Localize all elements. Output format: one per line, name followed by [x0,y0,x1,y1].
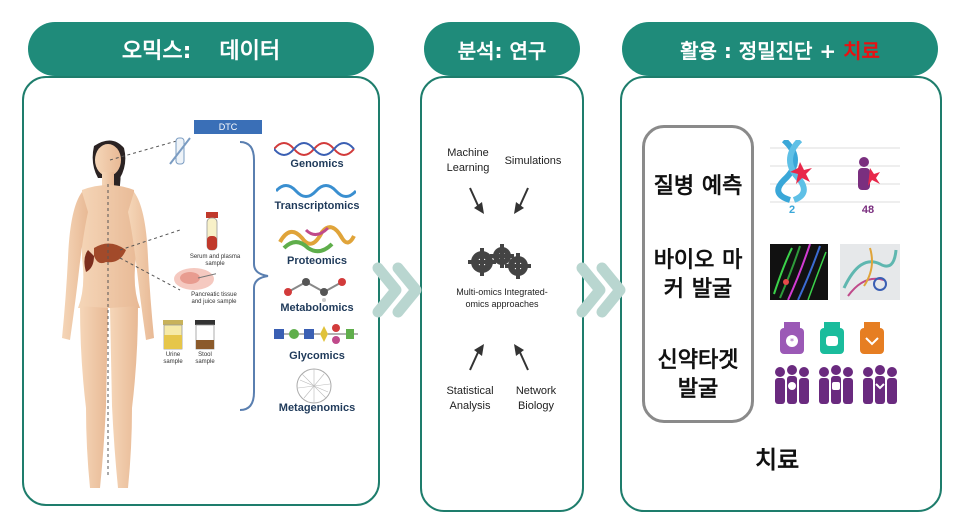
bracket-icon [239,141,269,411]
omics-label-genomics: Genomics [290,158,344,170]
chevron-right-icon [576,262,626,318]
rna-wave-icon [276,184,356,198]
header-omics-label: 오믹스: [121,39,192,64]
tissue-sample-icon [174,268,216,290]
dtc-label: DTC [194,120,262,134]
stool-sample-label: Stool sample [195,352,215,365]
pancreatic-sample-label: Pancreatic tissue and juice sample [191,292,237,305]
multi-omics-label: Multi-omics Integrated-omics approaches [456,287,548,309]
arrow-down-icon [514,187,529,214]
header-omics-data: 오믹스: 데이터 [28,22,374,76]
arrow-down-icon [469,187,484,214]
molecule-icon [284,278,346,302]
simulations-label: Simulations [504,155,562,167]
human-body-illustration [62,140,154,488]
applications-list-box [642,125,754,423]
sample-guide-lines [109,139,181,291]
arrow-up-icon [514,344,529,371]
biomarker-discovery-label: 바이오 마커 발굴 [653,248,743,302]
dna-helix-icon [274,142,355,156]
serum-sample-label: Serum and plasma sample [189,254,241,267]
header-analysis-label: 분석: 연구 [457,38,547,63]
biomarker-image-left [770,244,828,300]
omics-label-metabolomics: Metabolomics [280,302,354,314]
svg-text:*: * [790,337,794,346]
risk-number-right: 48 [861,204,875,216]
protein-structure-icon [278,225,356,254]
dna-risk-illustration [770,140,900,203]
header-application-label: 활용 : 정밀진단 + [680,38,844,63]
stool-cup-icon [195,320,215,350]
medicine-bottle-icon [860,322,884,354]
header-treatment-label: 치료 [843,38,880,63]
network-biology-label: Network Biology [515,385,557,412]
omics-label-glycomics: Glycomics [289,350,345,362]
urine-sample-label: Urine sample [163,352,183,365]
chevron-right-icon [372,262,422,318]
patient-groups-illustration [775,365,897,404]
header-data-label: 데이터 [219,39,281,64]
network-circle-icon [296,368,332,404]
header-analysis-research: 분석: 연구 [424,22,580,76]
arrow-up-icon [469,344,484,371]
omics-label-metagenomics: Metagenomics [278,402,356,414]
omics-label-transcriptomics: Transcriptomics [274,200,360,212]
medicine-bottle-icon: * [780,322,804,354]
glycan-icon [274,324,358,344]
test-tube-icon [169,137,191,165]
risk-number-left: 2 [788,204,796,216]
drug-target-discovery-label: 신약타겟 발굴 [657,348,739,402]
header-application: 활용 : 정밀진단 + 치료 [622,22,938,76]
omics-label-proteomics: Proteomics [287,255,347,267]
urine-cup-icon [163,320,183,350]
machine-learning-label: Machine Learning [446,147,490,174]
biomarker-image-right [840,244,900,300]
gears-icon [468,244,531,279]
blood-tube-icon [206,212,218,251]
statistical-analysis-label: Statistical Analysis [446,385,494,412]
medicine-bottle-icon [820,322,844,354]
treatment-label: 치료 [755,446,800,474]
disease-prediction-label: 질병 예측 [653,174,743,199]
panel-analysis [420,76,584,512]
